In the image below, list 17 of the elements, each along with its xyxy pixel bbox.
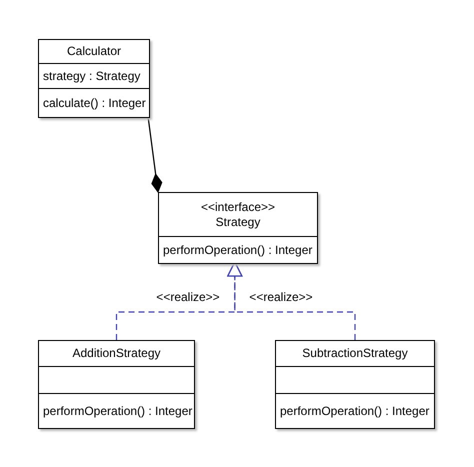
class-box	[38, 39, 150, 118]
edge-label: <<realize>>	[247, 290, 315, 304]
class-box	[275, 340, 435, 429]
method-text: performOperation() : Integer	[43, 404, 190, 418]
edge-label: <<realize>>	[154, 290, 222, 304]
method-text: calculate() : Integer	[43, 96, 145, 110]
class-name: AdditionStrategy	[72, 346, 161, 361]
stereotype-text: <<interface>>	[200, 200, 276, 214]
attribute-text: strategy : Strategy	[43, 68, 142, 84]
class-box	[38, 340, 195, 429]
composition-line	[147, 116, 162, 192]
method-text: performOperation() : Integer	[280, 404, 430, 418]
class-name: Strategy	[216, 214, 260, 230]
class-box	[158, 192, 318, 264]
method-text: performOperation() : Integer	[163, 242, 313, 258]
class-name: Calculator	[66, 44, 122, 59]
class-name: SubtractionStrategy	[302, 346, 408, 361]
